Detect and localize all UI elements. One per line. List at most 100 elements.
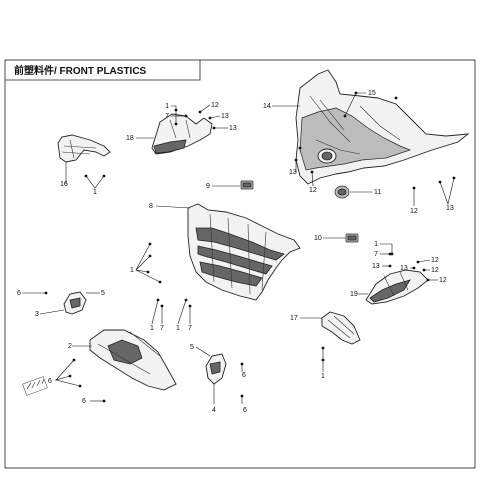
part-8-front-grille[interactable] [187,203,301,301]
callout-number: 7 [188,325,192,332]
part-19-side-cover[interactable] [365,269,429,305]
callout-c15[interactable]: 15 [343,90,398,118]
fastener-dot [102,174,106,178]
callout-c18[interactable]: 18 [126,135,154,142]
callout-number: 15 [368,90,376,97]
callout-c17[interactable]: 17 [290,315,322,322]
callout-number: 14 [263,103,271,110]
callout-c13b[interactable]: 13 [212,125,237,132]
callout-c12a[interactable]: 12 [198,102,219,114]
fastener-dot [298,146,302,150]
part-16-bracket[interactable] [57,134,111,163]
fastener-dot [452,176,456,180]
callout-c2[interactable]: 2 [68,343,92,350]
callout-c1g[interactable]: 1 [321,346,325,380]
callout-c1c[interactable]: 1 [130,242,162,284]
callout-c6b[interactable]: 6 [48,358,82,388]
callout-c7b[interactable]: 7 [374,251,392,258]
callout-c1f[interactable]: 1 [176,298,188,332]
callout-c5a[interactable]: 5 [86,290,105,297]
callout-c10[interactable]: 10 [314,235,346,242]
part-14-front-fascia[interactable] [295,69,470,185]
fastener-dot [68,374,72,378]
callout-c1d[interactable]: 1 [374,241,394,256]
leader-line [439,177,455,206]
callout-c12f[interactable]: 12 [426,277,447,284]
callout-number: 12 [431,257,439,264]
callout-c12c[interactable]: 12 [410,186,418,215]
fastener-dot [102,399,106,403]
fastener-dot [422,268,426,272]
callout-c7c[interactable]: 7 [160,304,164,332]
callout-number: 5 [190,344,194,351]
fastener-dot [198,110,202,114]
callout-c12e[interactable]: 12 [422,267,439,274]
callout-c13c[interactable]: 13 [289,146,302,176]
leader-line [39,309,65,315]
leader-line [151,299,159,325]
callout-c13d[interactable]: 13 [438,176,456,212]
fastener-dot [146,270,150,274]
callout-c12d[interactable]: 12 [416,257,439,264]
part-17-side-panel[interactable] [321,311,361,345]
callout-number: 9 [206,183,210,190]
leader-line [54,359,81,387]
callout-number: 12 [439,277,447,284]
diagram-frame [4,59,476,469]
callout-c13a[interactable]: 13 [208,113,229,120]
callout-c8[interactable]: 8 [149,203,191,210]
callout-number: 7 [160,325,164,332]
callout-number: 13 [229,125,237,132]
part-11-grommet[interactable] [334,185,350,199]
fastener-dot [416,260,420,264]
callout-number: 6 [48,378,52,385]
callout-c13f[interactable]: 13 [400,265,416,272]
callout-c7a[interactable]: 7 [165,113,188,120]
callout-number: 13 [446,205,454,212]
callout-c7d[interactable]: 7 [188,304,192,332]
fastener-dot [426,278,430,282]
fastener-dot [388,252,392,256]
callout-c14[interactable]: 14 [263,103,300,110]
callout-c9[interactable]: 9 [206,183,240,190]
callout-c13e[interactable]: 13 [372,263,392,270]
fastener-dot [148,242,152,246]
callout-c1b[interactable]: 1 [84,174,106,196]
callout-c12b[interactable]: 12 [309,170,317,194]
part-4-mount[interactable] [205,353,227,385]
callout-c6e[interactable]: 6 [82,398,106,405]
callout-number: 3 [35,311,39,318]
callout-c6c[interactable]: 6 [240,362,246,379]
callout-c1e[interactable]: 1 [150,298,160,332]
fastener-dot [148,254,152,258]
part-9-clip[interactable] [240,180,254,190]
fastener-dot [44,291,48,295]
callout-c6d[interactable]: 6 [240,394,247,414]
fastener-dot [388,264,392,268]
part-3-bracket[interactable] [63,291,87,315]
callout-number: 16 [60,181,68,188]
fastener-dot [158,280,162,284]
callout-c11[interactable]: 11 [350,189,381,196]
part-18-cover[interactable] [151,113,213,155]
callout-c3[interactable]: 3 [35,309,65,318]
leader-line [171,105,177,124]
part-10-clip[interactable] [345,233,359,243]
callout-number: 1 [374,241,378,248]
callout-c4[interactable]: 4 [212,384,216,414]
fastener-dot [394,96,398,100]
fastener-dot [84,174,88,178]
callout-c6a[interactable]: 6 [17,290,48,297]
callout-number: 13 [289,169,297,176]
fastener-dot [174,108,178,112]
callout-c19[interactable]: 19 [350,291,368,298]
part-2-lower-guard[interactable] [89,329,177,391]
callout-number: 10 [314,235,322,242]
callout-c1a[interactable]: 1 [165,103,178,126]
callout-c16[interactable]: 16 [60,162,68,188]
callout-number: 8 [149,203,153,210]
fastener-dot [160,304,164,308]
callout-c5b[interactable]: 5 [190,344,211,357]
leader-line [209,115,221,119]
